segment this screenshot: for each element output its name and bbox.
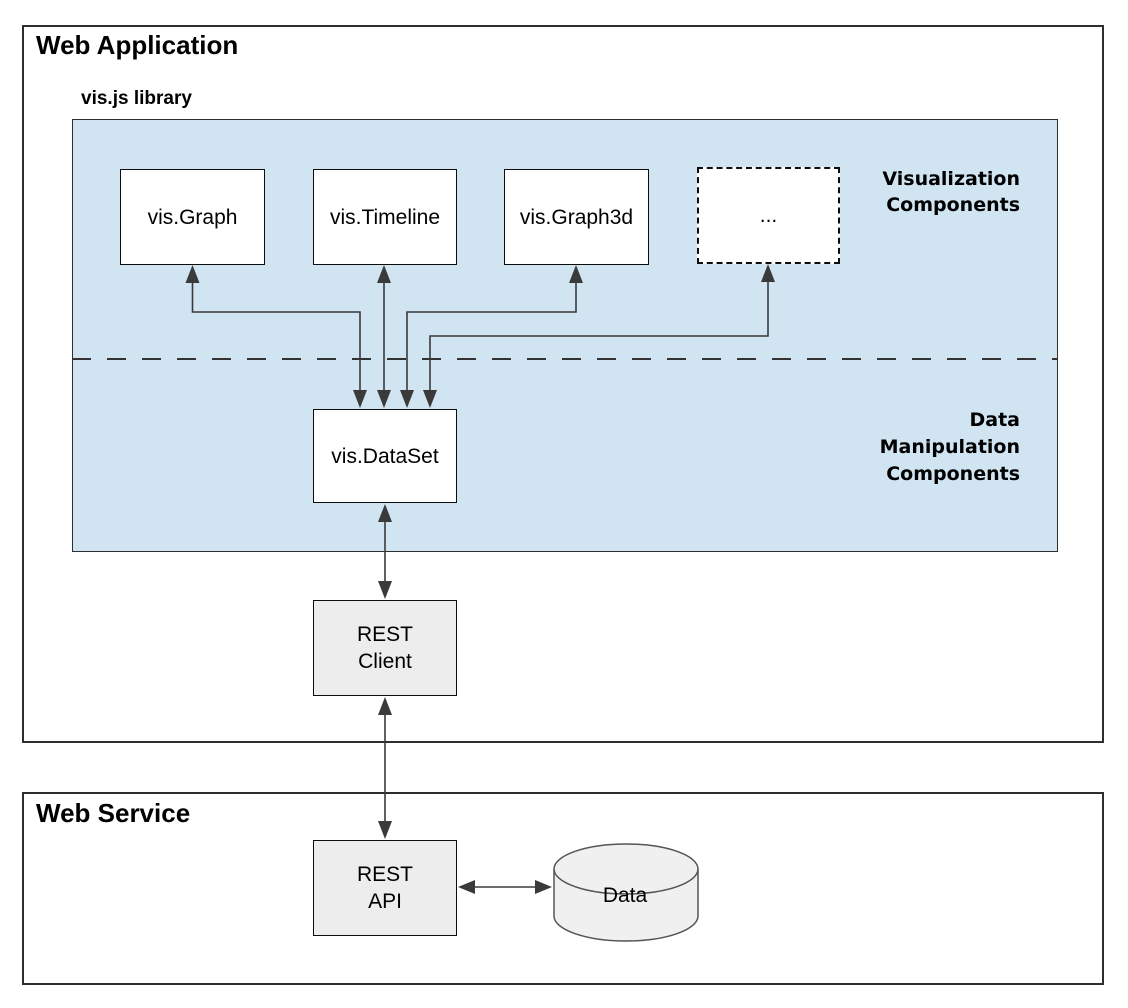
- web-application-panel: [22, 25, 1104, 743]
- visjs-library-label: vis.js library: [81, 88, 192, 109]
- vis-graph-box: vis.Graph: [120, 169, 265, 265]
- vis-dataset-label: vis.DataSet: [331, 444, 439, 468]
- vis-graph-label: vis.Graph: [147, 205, 238, 229]
- web-application-title: Web Application: [36, 30, 239, 60]
- visualization-components-label: Visualization Components: [882, 168, 1020, 216]
- rest-api-label: REST API: [356, 863, 413, 913]
- more-components-label: ...: [759, 204, 778, 227]
- data-cylinder-body: [553, 843, 699, 942]
- vis-graph3d-box: vis.Graph3d: [504, 169, 649, 265]
- data-cylinder-rim: [553, 868, 699, 895]
- vis-dataset-box: vis.DataSet: [313, 409, 457, 503]
- rest-client-label: REST Client: [356, 623, 413, 673]
- data-cylinder: [553, 843, 699, 942]
- rest-client-box: REST Client: [313, 600, 457, 696]
- data-manipulation-components-label: Data Manipulation Components: [879, 409, 1020, 485]
- rest-api-box: REST API: [313, 840, 457, 936]
- more-components-box: ...: [697, 167, 840, 264]
- vis-timeline-label: vis.Timeline: [329, 205, 441, 229]
- web-service-title: Web Service: [36, 798, 191, 828]
- web-service-panel: [22, 792, 1104, 985]
- vis-timeline-box: vis.Timeline: [313, 169, 457, 265]
- vis-graph3d-label: vis.Graph3d: [519, 205, 634, 229]
- data-cylinder-label: Data: [602, 883, 648, 907]
